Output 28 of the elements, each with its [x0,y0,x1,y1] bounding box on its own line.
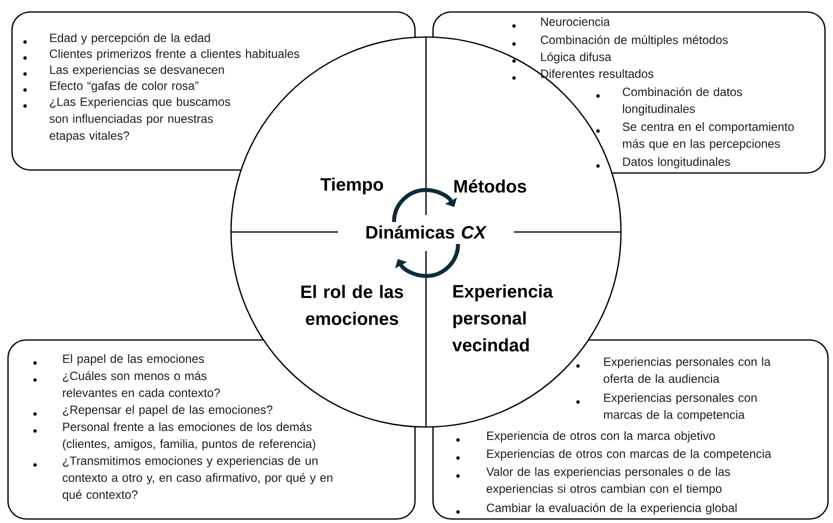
list-item: Efecto “gafas de color rosa” [50,81,198,92]
list-item: Combinación de datos longitudinales [622,87,742,116]
list-item: Lógica difusa [541,52,612,64]
list-item: Experiencias de otros con marcas de la competencia [487,449,772,460]
list-item: Neurociencia [541,17,610,26]
list-item: Valor de las experiencias personales o de las experiencias si otros cambian con el tiempo [486,467,730,496]
quadrant-label: Métodos [454,179,526,193]
list-item: Datos longitudinales [623,157,730,168]
list-item: Experiencia de otros con la marca objetivo [487,431,715,442]
list-item: Clientes primerizos frente a clientes habituales [50,49,300,60]
list-item: El papel de las emociones [63,354,204,366]
list-item: Edad y percepción de la edad [50,33,210,44]
quadrant-label: El rol de las emociones [301,284,404,326]
list-item: ¿Repensar el papel de las emociones? [62,405,272,416]
list-item: Las experiencias se desvanecen [50,65,224,76]
list-item: Se centra en el comportamiento más que en las percepciones [622,122,794,150]
list-item: Combinación de múltiples métodos [540,35,728,46]
list-item: ¿Cuáles son menos o más relevantes en cada contexto? [62,371,220,398]
list-item: Cambiar la evaluación de la experiencia global [486,503,737,514]
list-item: Experiencias personales con marcas de la competencia [604,393,757,422]
quadrant-label: Experiencia personal vecindad [452,284,553,352]
list-item: Experiencias personales con la oferta de la audiencia [604,357,771,383]
list-item: Diferentes resultados [541,69,654,78]
list-item: Personal frente a las emociones de los demás (clientes, amigos, familia, puntos de referencia) [62,422,316,450]
quadrant-label: Tiempo [320,178,384,194]
quadrant-label: Dinámicas CX [366,225,487,239]
list-item: ¿Las Experiencias que buscamos son influenciadas por nuestras etapas vitales? [50,97,230,142]
list-item: ¿Transmitimos emociones y experiencias de un contexto a otro y, en caso afirmativo, por qué y en qué contexto? [62,456,332,502]
